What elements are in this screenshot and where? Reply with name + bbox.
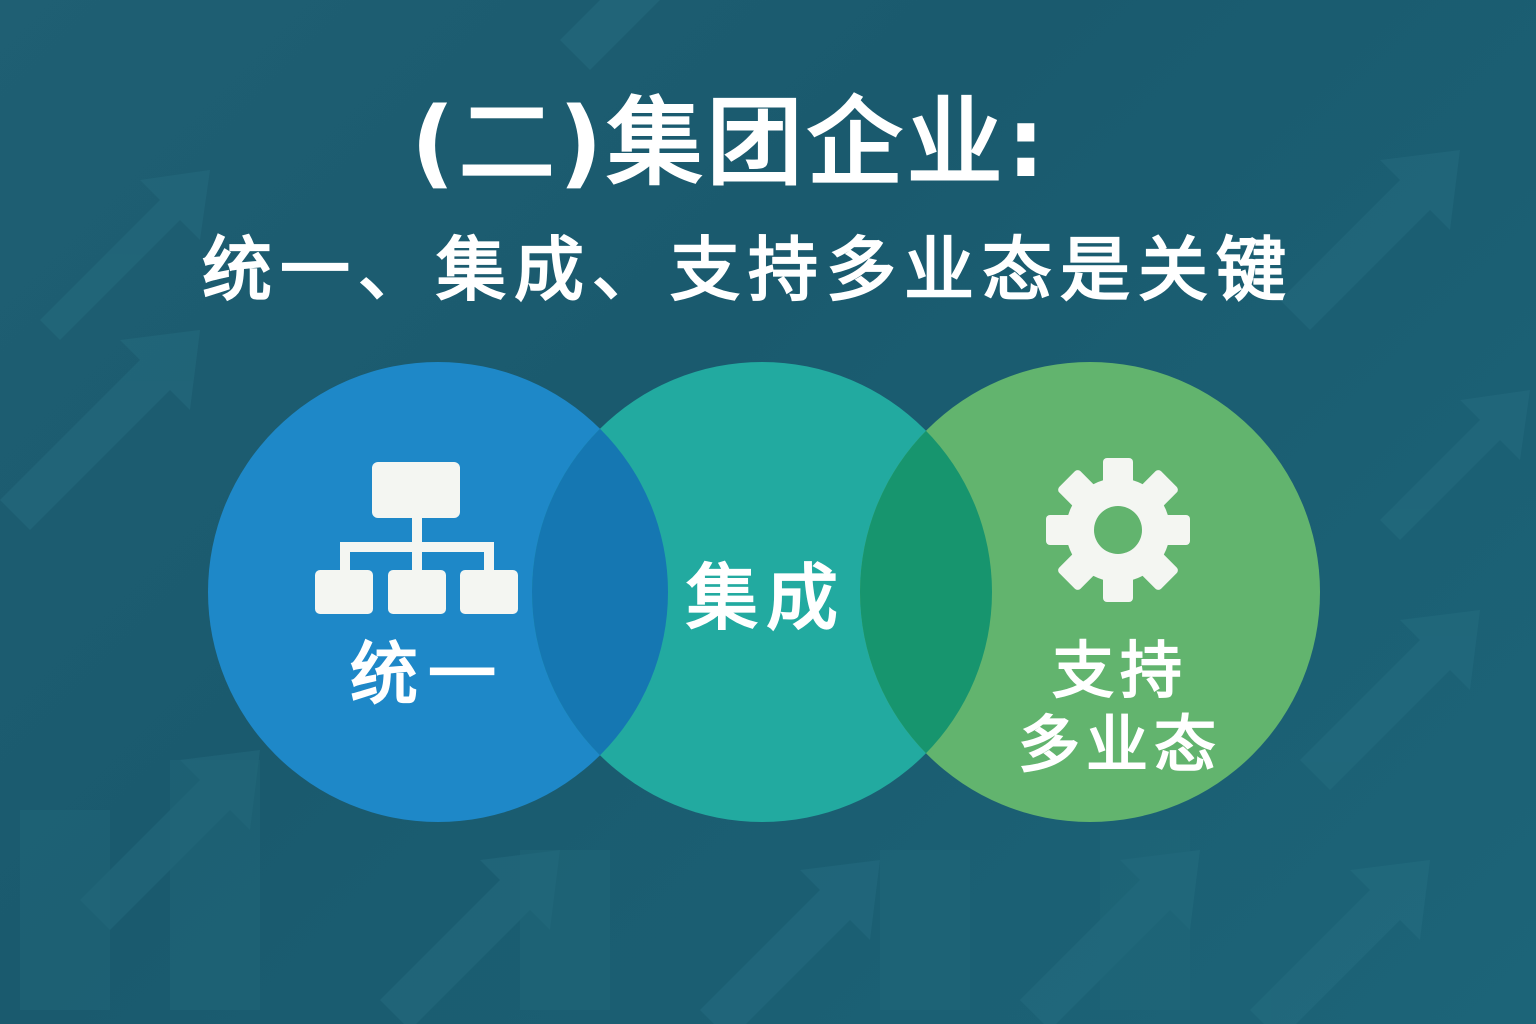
label-integrate: 集成 — [685, 556, 846, 640]
page-title: (二)集团企业: — [410, 87, 1050, 199]
org-chart-icon — [315, 462, 518, 614]
gear-icon — [1046, 458, 1190, 602]
circle-support — [860, 362, 1320, 822]
label-support-line1: 支持 — [1051, 634, 1188, 707]
circle-integrate — [532, 362, 992, 822]
label-unify: 统一 — [349, 636, 506, 715]
label-support-line2: 多业态 — [1017, 708, 1222, 781]
page-subtitle: 统一、集成、支持多业态是关键 — [202, 229, 1294, 311]
